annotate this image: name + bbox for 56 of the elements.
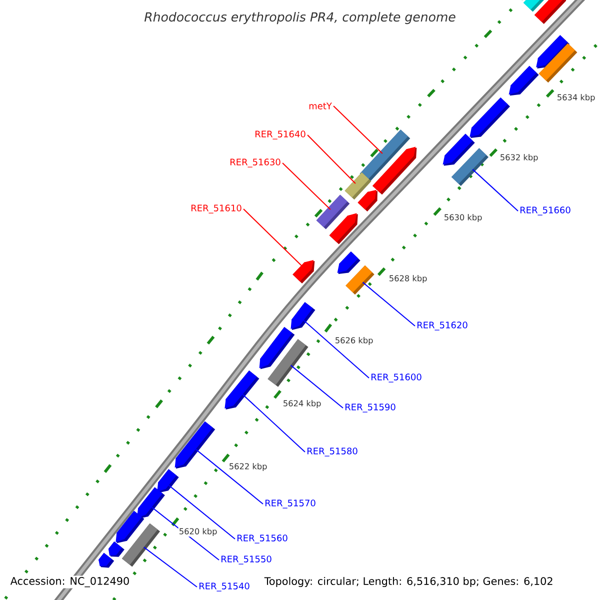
gene-feature bbox=[358, 190, 378, 212]
leader-line bbox=[152, 506, 220, 560]
gene-feature bbox=[538, 43, 578, 83]
gene-feature bbox=[442, 134, 475, 166]
gene-label: RER_51610 bbox=[191, 204, 242, 214]
gene-feature bbox=[292, 260, 315, 284]
leader-line bbox=[144, 546, 198, 588]
gene-feature bbox=[329, 213, 358, 244]
gene-feature bbox=[174, 421, 216, 469]
gene-feature bbox=[136, 487, 165, 519]
gene-label: RER_51620 bbox=[417, 322, 468, 330]
leader-line bbox=[168, 484, 236, 540]
gene-feature bbox=[337, 251, 360, 274]
leader-line bbox=[243, 208, 304, 268]
leader-line bbox=[242, 394, 306, 452]
leader-line bbox=[472, 169, 518, 212]
gene-label: RER_51600 bbox=[371, 374, 422, 382]
gene-feature bbox=[224, 370, 260, 410]
leader-line bbox=[290, 364, 344, 408]
gene-label: RER_51570 bbox=[265, 500, 316, 508]
gene-label: RER_51540 bbox=[199, 582, 250, 592]
tick-label: 5634 kbp bbox=[556, 93, 596, 103]
gene-feature bbox=[534, 0, 567, 24]
gene-label: RER_51640 bbox=[255, 130, 306, 140]
gene-label: RER_51580 bbox=[307, 448, 358, 456]
gene-feature bbox=[470, 97, 510, 138]
tick-label: 5632 kbp bbox=[499, 153, 539, 163]
leader-line bbox=[307, 134, 356, 184]
gene-feature bbox=[259, 326, 295, 370]
leader-line bbox=[303, 320, 370, 378]
gene-feature bbox=[108, 541, 124, 557]
tick-label: 5620 kbp bbox=[178, 527, 218, 537]
footer-text: Topology: circular; Length: 6,516,310 bp; Genes: 6,102 bbox=[263, 576, 554, 588]
tick-label: 5630 kbp bbox=[443, 213, 483, 223]
leader-line bbox=[362, 282, 416, 326]
tick-label: 5622 kbp bbox=[228, 462, 268, 472]
gene-label: RER_51660 bbox=[520, 206, 570, 216]
gene-label: RER_51630 bbox=[230, 158, 280, 168]
gene-feature bbox=[157, 469, 179, 493]
gene-feature bbox=[290, 302, 316, 330]
title: Rhodococcus erythropolis PR4, complete genome bbox=[144, 12, 456, 24]
leader-line bbox=[282, 162, 331, 210]
gene-label: RER_51550 bbox=[221, 556, 272, 564]
tick-label: 5628 kbp bbox=[388, 274, 428, 284]
gene-label: metY bbox=[309, 102, 332, 110]
tick-label: 5624 kbp bbox=[282, 399, 322, 409]
gene-feature bbox=[98, 552, 114, 568]
gene-label: RER_51560 bbox=[237, 534, 288, 544]
gene-feature bbox=[116, 510, 144, 544]
gene-feature bbox=[508, 66, 539, 96]
gene-feature bbox=[372, 146, 417, 195]
gene-label: RER_51590 bbox=[345, 404, 396, 412]
tick-label: 5626 kbp bbox=[334, 336, 374, 346]
leader-line bbox=[333, 106, 383, 154]
leader-line bbox=[195, 448, 264, 504]
footer-text: Accession: NC_012490 bbox=[9, 576, 131, 588]
